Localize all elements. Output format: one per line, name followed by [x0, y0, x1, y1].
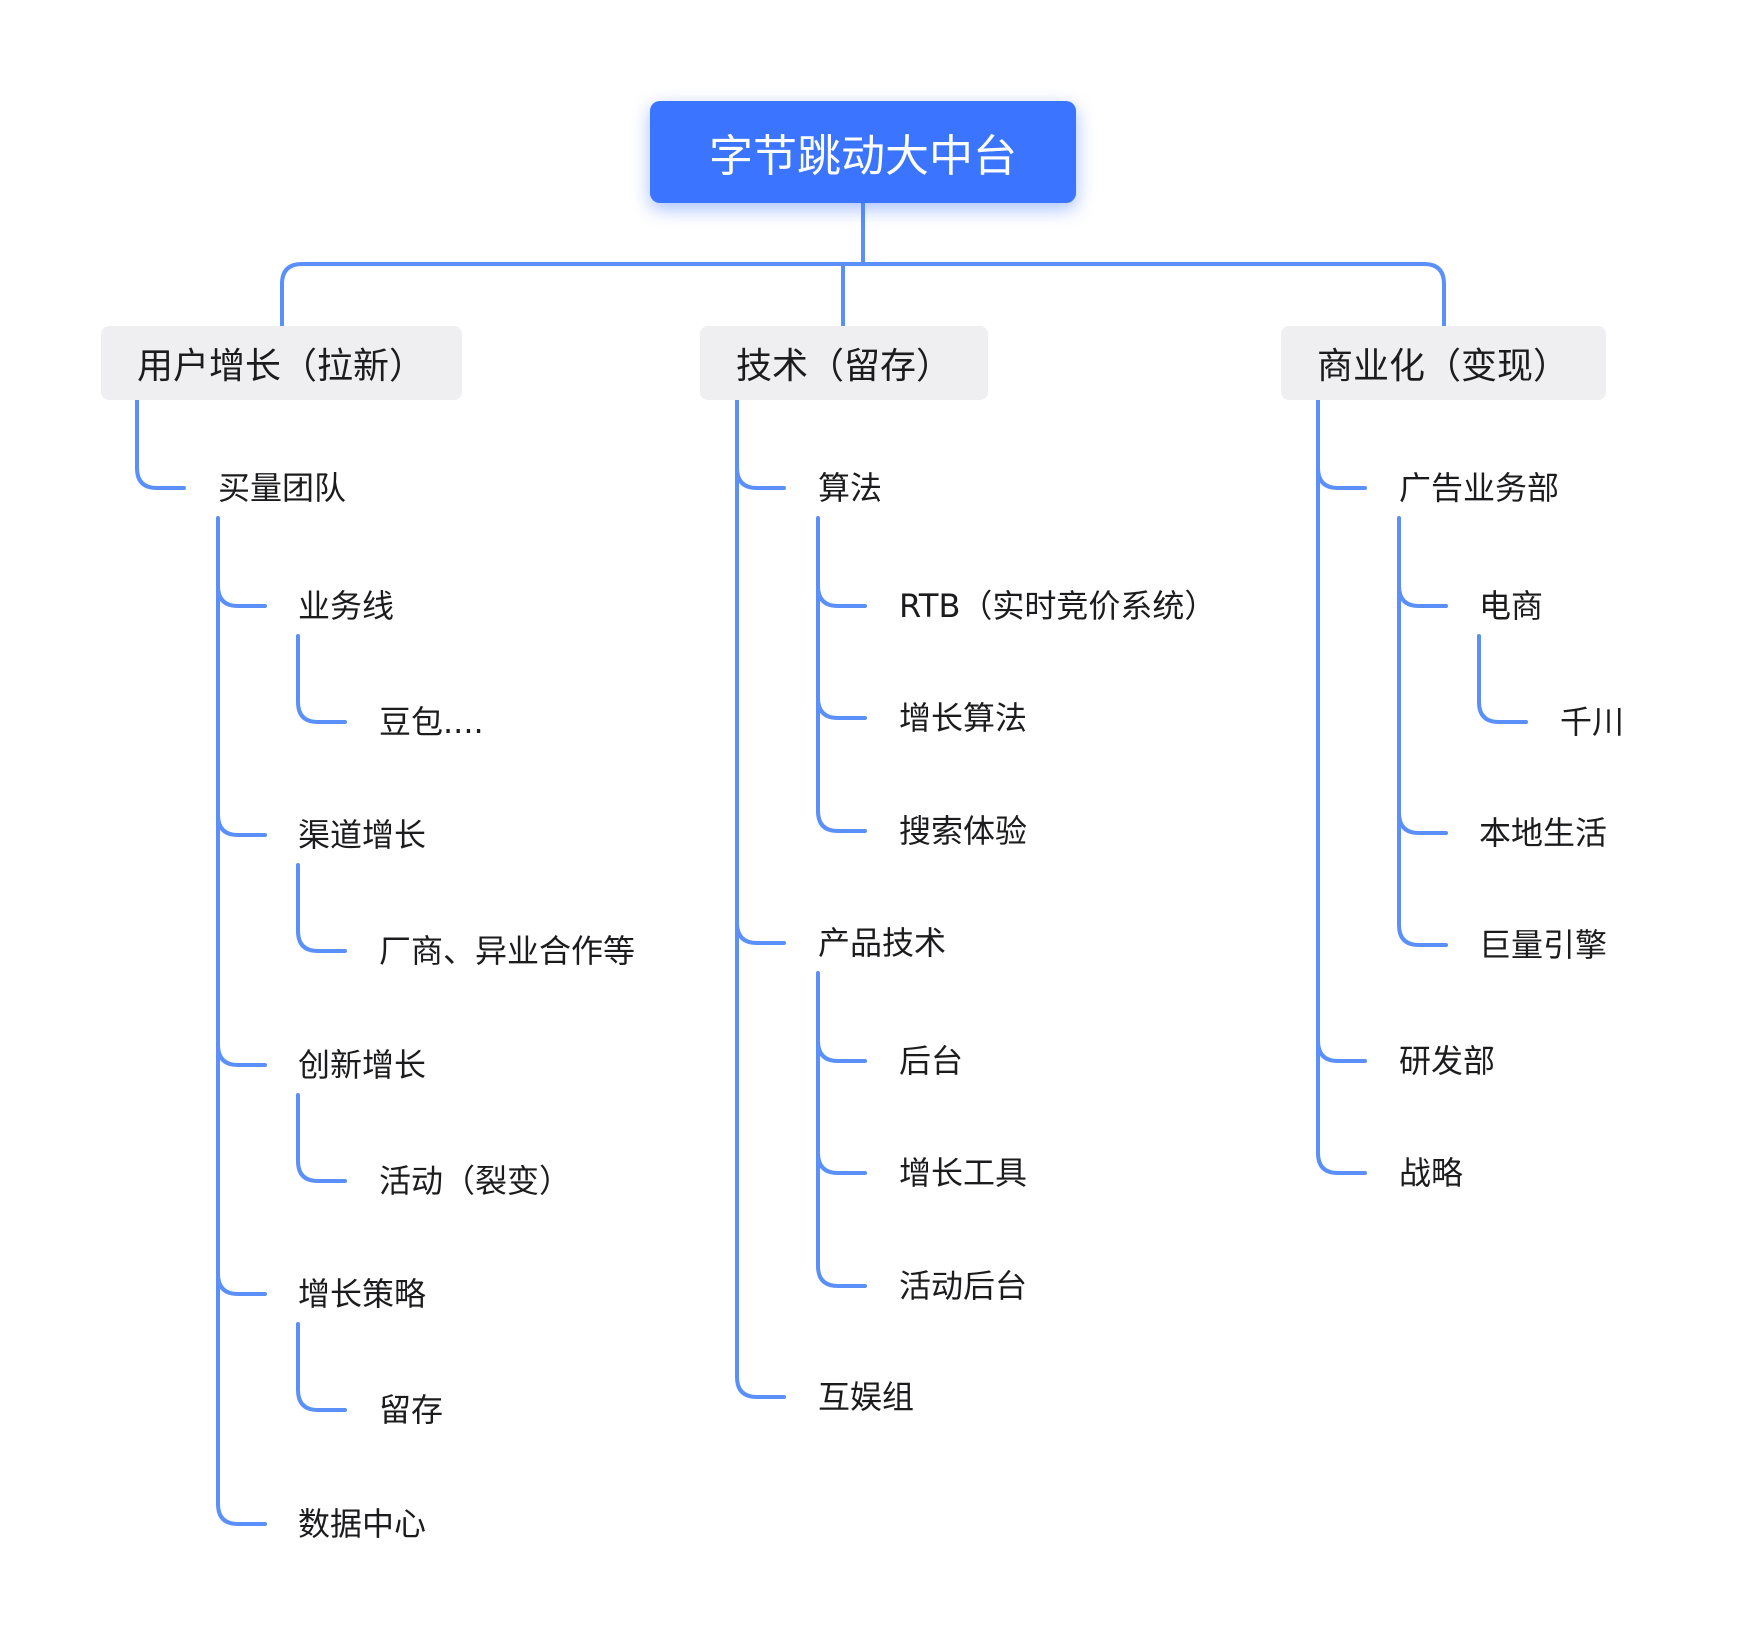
branch-commercialization[interactable]: 商业化（变现）	[1281, 326, 1606, 400]
connector-root-bus	[280, 262, 1446, 328]
node-item[interactable]: 留存	[379, 1391, 444, 1429]
branch-label: 用户增长（拉新）	[137, 346, 426, 387]
branch-technology[interactable]: 技术（留存）	[700, 326, 988, 400]
node-unit[interactable]: 增长策略	[298, 1275, 427, 1313]
node-unit[interactable]: 增长工具	[899, 1154, 1028, 1192]
node-team[interactable]: 买量团队	[218, 469, 347, 507]
node-unit[interactable]: 增长算法	[899, 699, 1028, 737]
connector-b1-team	[135, 398, 186, 490]
node-unit[interactable]: 搜索体验	[899, 812, 1028, 850]
node-unit[interactable]: 巨量引擎	[1479, 926, 1608, 964]
connector-b2-teams	[735, 398, 786, 1399]
node-unit[interactable]: 渠道增长	[298, 816, 427, 854]
node-item[interactable]: 豆包....	[379, 703, 484, 741]
connector-b1-units	[216, 516, 267, 1526]
node-team[interactable]: 互娱组	[818, 1378, 915, 1416]
connector-b3-teams	[1316, 398, 1367, 1175]
branch-user-growth[interactable]: 用户增长（拉新）	[101, 326, 462, 400]
node-team[interactable]: 产品技术	[818, 924, 947, 962]
node-unit[interactable]: 业务线	[298, 587, 395, 625]
branch-label: 商业化（变现）	[1317, 346, 1570, 387]
node-unit[interactable]: 数据中心	[298, 1505, 427, 1543]
branch-label: 技术（留存）	[736, 346, 953, 387]
root-node[interactable]: 字节跳动大中台	[650, 101, 1076, 203]
node-item[interactable]: 千川	[1560, 703, 1625, 741]
node-unit[interactable]: 电商	[1479, 587, 1544, 625]
node-unit[interactable]: 创新增长	[298, 1046, 427, 1084]
node-unit[interactable]: RTB（实时竞价系统）	[899, 587, 1217, 625]
node-team[interactable]: 算法	[818, 469, 883, 507]
node-unit[interactable]: 本地生活	[1479, 814, 1608, 852]
node-item[interactable]: 厂商、异业合作等	[379, 932, 636, 970]
node-team[interactable]: 研发部	[1399, 1042, 1496, 1080]
root-title: 字节跳动大中台	[709, 131, 1017, 182]
node-unit[interactable]: 后台	[899, 1042, 964, 1080]
node-team[interactable]: 战略	[1399, 1154, 1464, 1192]
node-unit[interactable]: 活动后台	[899, 1267, 1028, 1305]
node-item[interactable]: 活动（裂变）	[379, 1162, 572, 1200]
node-team[interactable]: 广告业务部	[1399, 469, 1560, 507]
